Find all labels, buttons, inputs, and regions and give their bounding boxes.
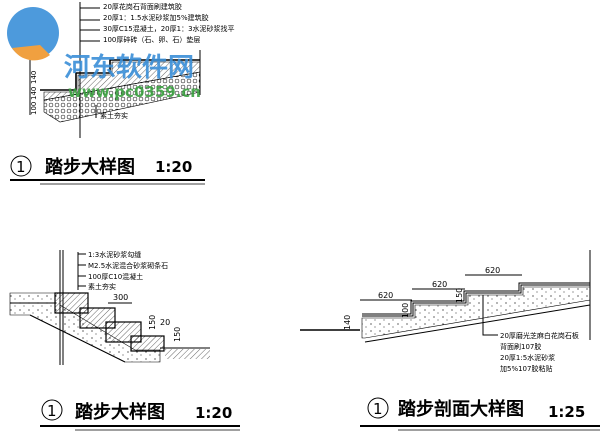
dim-label: 100: [30, 102, 38, 115]
watermark: 河东软件网 www.pc0359.cn: [7, 7, 201, 101]
note: 素土夯实: [100, 111, 128, 120]
detail-number-circle: [10, 155, 32, 177]
dim-label: 300: [113, 293, 128, 302]
detail-1-drawing: 20厚花岗石背面刷建筑胶 20厚1：1.5水泥砂浆加5%建筑胶 30厚C15混凝…: [29, 2, 235, 138]
note: 20厚1：1.5水泥砂浆加5%建筑胶: [103, 13, 209, 22]
detail-3-drawing: 620 620 620 140 100 150 20厚磨光芝麻白花岗石板 背面刷…: [300, 250, 591, 373]
detail-title: 踏步剖面大样图: [398, 398, 524, 420]
detail-2-title: 1 踏步大样图 1:20: [40, 399, 240, 431]
dim-label: 20: [160, 318, 170, 327]
note: 20厚1:5水泥砂浆: [500, 353, 555, 362]
detail-number: 1: [373, 400, 383, 418]
dim-label: 140: [343, 315, 352, 330]
note: 30厚C15混凝土，20厚1：3水泥砂浆找平: [103, 24, 235, 33]
note: 20厚花岗石背面刷建筑胶: [103, 2, 182, 11]
note: 100厚C10混凝土: [88, 272, 143, 281]
mortar-bed: [361, 286, 591, 339]
watermark-name: 河东软件网: [64, 52, 194, 83]
detail-3-title: 1 踏步剖面大样图 1:25: [360, 397, 600, 431]
detail-1-title: 1 踏步大样图 1:20: [10, 155, 205, 185]
stone-block: [130, 335, 165, 352]
watermark-url: www.pc0359.cn: [68, 83, 201, 101]
dim-label: 620: [432, 280, 447, 289]
note: 素土夯实: [88, 282, 116, 291]
detail-number: 1: [16, 158, 26, 176]
note: M2.5水泥混合砂浆砌条石: [88, 261, 168, 270]
dim-label: 150: [173, 327, 182, 342]
note: 100厚碎砖（石、卵、石）垫层: [103, 35, 200, 44]
dim-label: 140: [30, 87, 38, 100]
detail-title: 踏步大样图: [45, 156, 135, 178]
detail-scale: 1:20: [195, 404, 232, 422]
detail-number: 1: [47, 402, 57, 420]
detail-scale: 1:25: [548, 403, 585, 421]
detail-number-circle: [367, 397, 389, 419]
note: 背面刷107胶: [500, 342, 541, 351]
detail-number-circle: [41, 399, 63, 421]
note: 1:3水泥砂浆勾缝: [88, 250, 141, 259]
dim-label: 620: [485, 266, 500, 275]
dim-label: 150: [455, 288, 464, 303]
note: 加5%107胶粘贴: [500, 364, 552, 373]
dim-label: 150: [148, 315, 157, 330]
detail-scale: 1:20: [155, 158, 192, 176]
dim-label: 620: [378, 291, 393, 300]
watermark-logo-icon: [7, 7, 59, 59]
detail-2-drawing: 1:3水泥砂浆勾缝 M2.5水泥混合砂浆砌条石 100厚C10混凝土 素土夯实 …: [9, 250, 210, 365]
detail-title: 踏步大样图: [75, 401, 165, 423]
dim-label: 140: [30, 71, 38, 84]
step-profile: [40, 59, 200, 91]
dim-label: 100: [401, 303, 410, 318]
note: 20厚磨光芝麻白花岗石板: [500, 331, 579, 340]
